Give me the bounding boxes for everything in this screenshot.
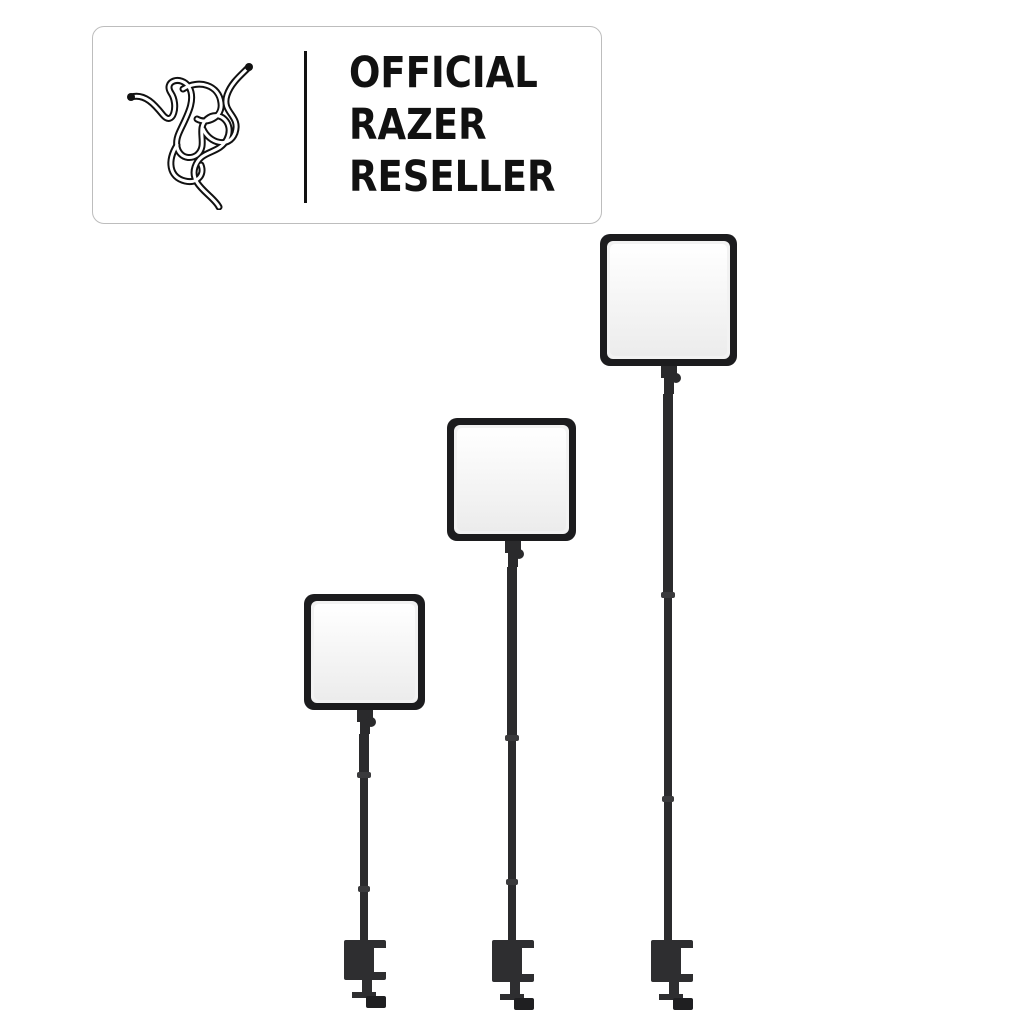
short-stand-light [304,594,425,1008]
badge-text: OFFICIAL RAZER RESELLER [349,47,556,203]
badge-line-razer: RAZER [349,100,487,150]
tall-stand-light [600,234,737,1010]
razer-snake-logo-icon [127,63,253,210]
official-reseller-badge: OFFICIAL RAZER RESELLER [92,26,602,224]
badge-line-official: OFFICIAL [349,48,538,98]
badge-line-reseller: RESELLER [349,152,556,202]
medium-stand-light [447,418,576,1010]
badge-divider [304,51,307,203]
